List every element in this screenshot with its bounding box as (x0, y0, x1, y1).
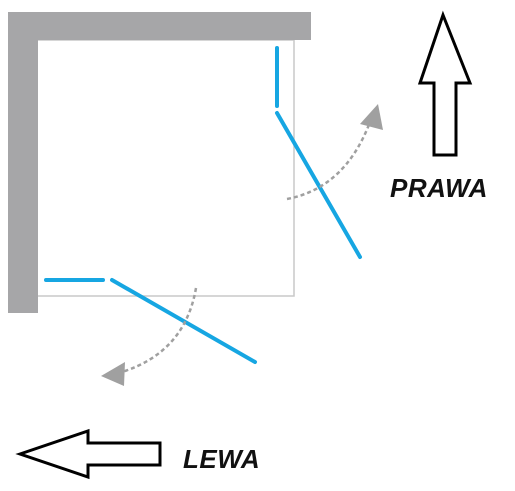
left-outline-arrow-icon (15, 428, 162, 480)
left-swing-arc (121, 287, 198, 374)
curved-dashed-arrow-icon (101, 287, 198, 386)
label-lewa: LEWA (183, 444, 261, 474)
wall-left (8, 12, 38, 313)
label-prawa: PRAWA (390, 173, 488, 203)
right-swing-arrowhead (360, 104, 383, 130)
right-swing-arc (286, 121, 372, 201)
right-swing-panel (275, 111, 362, 259)
left-swing-arrowhead (101, 362, 125, 386)
curved-dashed-arrow-icon (286, 104, 383, 201)
up-outline-arrow-icon (417, 10, 473, 157)
wall-top (8, 12, 311, 40)
left-swing-panel (110, 278, 257, 364)
shower-tray-outline (36, 39, 295, 297)
